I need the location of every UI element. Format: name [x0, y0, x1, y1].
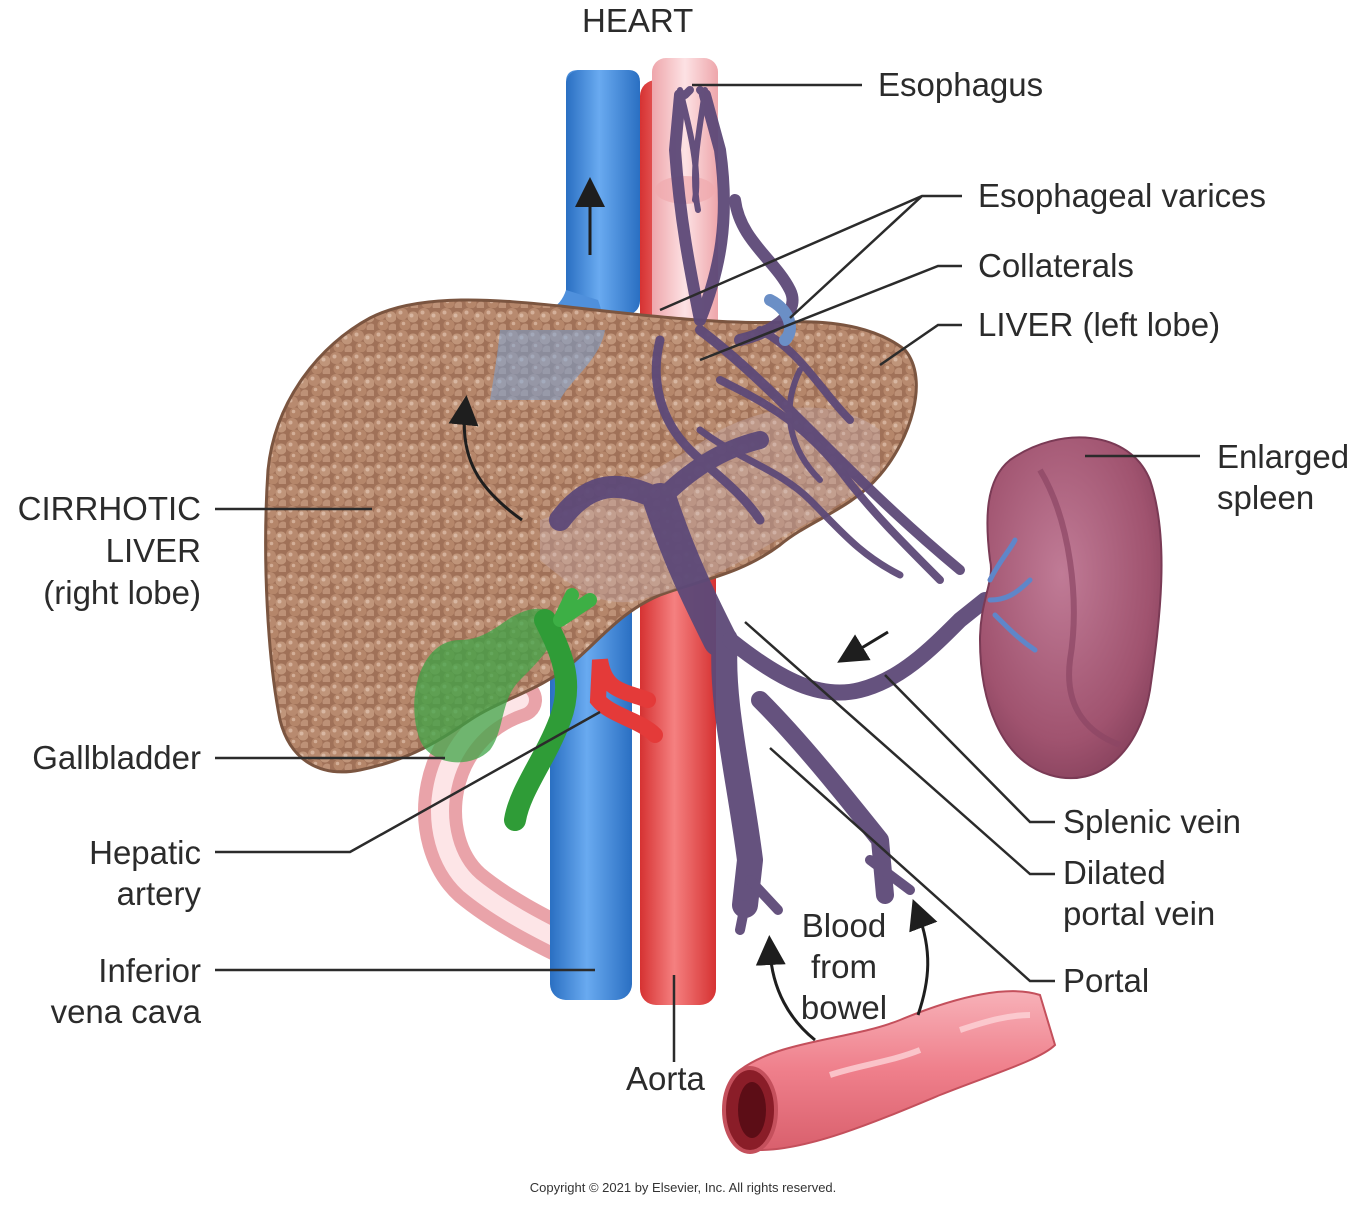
bile-duct — [504, 609, 578, 831]
leader-liver-left — [879, 323, 962, 367]
hepatic-artery-label-line1: Hepatic — [89, 834, 201, 871]
aorta-branch — [589, 658, 663, 743]
ivc-upper — [566, 70, 640, 315]
blood-from-bowel-label-line3: bowel — [800, 989, 888, 1026]
gallbladder-label: Gallbladder — [32, 739, 201, 776]
ivc-within-liver — [490, 330, 605, 400]
leader-portal — [769, 747, 1055, 983]
enlarged-spleen-label-line1: Enlarged — [1217, 438, 1350, 475]
dilated-portal-vein-label-line1: Dilated — [1063, 854, 1166, 891]
esophageal-varices-vessel — [764, 294, 796, 346]
spleen-hilum — [1037, 468, 1122, 748]
esophagus-ring — [655, 176, 715, 204]
enlarged-spleen-label-line2: spleen — [1217, 479, 1315, 516]
ivc-label-line2: vena cava — [50, 993, 201, 1030]
bowel-flow-arrow-right — [909, 898, 938, 1016]
heart-label: HEART — [582, 2, 694, 39]
cirrhotic-liver-label-line3: (right lobe) — [43, 574, 201, 611]
leader-esophageal-varices — [659, 194, 962, 319]
splenic-vein-label: Splenic vein — [1063, 803, 1241, 840]
leader-collaterals — [699, 264, 962, 362]
cirrhotic-liver-label-line1: CIRRHOTIC — [17, 490, 201, 527]
liver-flow-arrow — [448, 395, 523, 522]
ivc-label-line1: Inferior — [98, 952, 201, 989]
liver-left-lobe-label: LIVER (left lobe) — [978, 306, 1221, 343]
cirrhotic-liver-label-line2: LIVER — [105, 532, 201, 569]
blood-from-bowel-label-line1: Blood — [801, 907, 887, 944]
leader-lines — [215, 83, 1200, 1062]
splenic-flow-arrow — [837, 630, 889, 663]
hepatic-artery-label-line2: artery — [116, 875, 201, 912]
portal-vein-network — [549, 86, 1034, 935]
enlarged-spleen — [978, 436, 1163, 780]
collaterals-label: Collaterals — [978, 247, 1134, 284]
liver-translucent-region — [540, 407, 880, 603]
bowel-segment — [722, 990, 1057, 1154]
aorta-label: Aorta — [626, 1060, 705, 1097]
blood-from-bowel-label-line2: from — [811, 948, 877, 985]
cirrhotic-liver — [264, 298, 918, 774]
leader-dilated-portal — [744, 621, 1055, 876]
portal-label: Portal — [1063, 962, 1150, 999]
leader-splenic-vein — [884, 674, 1055, 824]
bile-duct-branch — [553, 588, 597, 627]
esophagus-label: Esophagus — [878, 66, 1044, 103]
bowel-flow-arrow-left — [755, 935, 816, 1042]
splenic-branches — [987, 537, 1038, 653]
copyright-notice: Copyright © 2021 by Elsevier, Inc. All r… — [529, 1180, 837, 1195]
esophageal-varices-label: Esophageal varices — [978, 177, 1267, 214]
gallbladder — [414, 608, 556, 763]
dilated-portal-vein-label-line2: portal vein — [1063, 895, 1216, 932]
leader-hepatic — [215, 710, 601, 854]
